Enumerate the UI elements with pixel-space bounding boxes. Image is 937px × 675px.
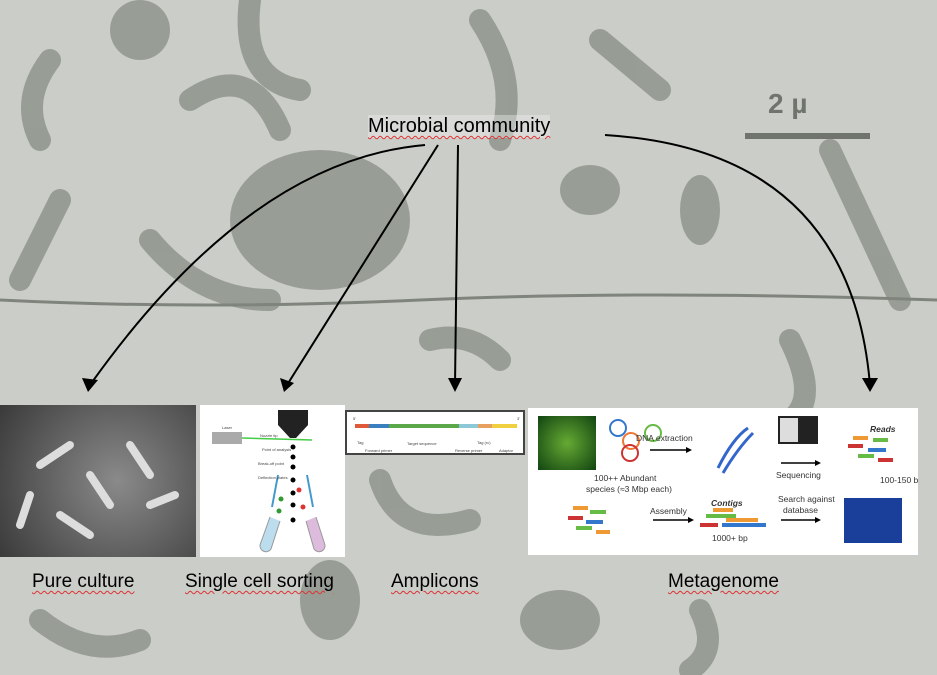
three-prime-label: 3' [517,416,520,421]
nozzle-label: Nozzle tip [260,433,278,438]
label-metagenome: Metagenome [668,571,779,592]
point-label: Point of analysis [262,447,292,452]
label-pure-culture: Pure culture [32,571,135,592]
contigs-label: Contigs [711,498,743,508]
sequencing-label: Sequencing [776,470,821,480]
metagenome-workflow: DNA extraction 100++ Abundant species (≈… [528,408,918,555]
five-prime-label: 5' [353,416,356,421]
reverse-primer-label: Reverse primer [455,448,483,453]
label-amplicons: Amplicons [391,571,479,592]
forward-primer-label: Forward primer [365,448,393,453]
plates-label: Deflection plates [258,475,288,480]
pure-culture-image [0,405,196,557]
scale-bar-label: 2 µ [768,88,808,119]
adaptor-label: Adaptor [499,448,514,453]
contigs-length-label: 1000+ bp [712,533,748,543]
tag-label: Tag [357,440,364,445]
arrows [89,134,871,386]
label-single-cell-sorting: Single cell sorting [185,571,334,592]
laser-label: Laser [222,425,233,430]
species-label: 100++ Abundant [594,473,657,483]
microscopy-thumbnail [538,416,596,470]
tag-rc-label: Tag (rc) [477,440,491,445]
assembly-label: Assembly [650,506,687,516]
break-label: Break-off point [258,461,284,466]
search-label-2: database [783,505,818,515]
reads-label: Reads [870,424,896,434]
search-label: Search against [778,494,835,504]
dna-extraction-label: DNA extraction [636,433,693,443]
reads-length-label: 100-150 bp [880,475,918,485]
diagram-title: Microbial community [368,115,551,138]
target-sequence-label: Target sequence [407,441,437,446]
cell-sorting-diagram: Laser Nozzle tip Point of analysis Break… [200,405,345,557]
species-label-2: species (≈3 Mbp each) [586,484,672,494]
amplicon-diagram: 5' 3' Tag Forward primer Target sequence… [345,410,525,455]
